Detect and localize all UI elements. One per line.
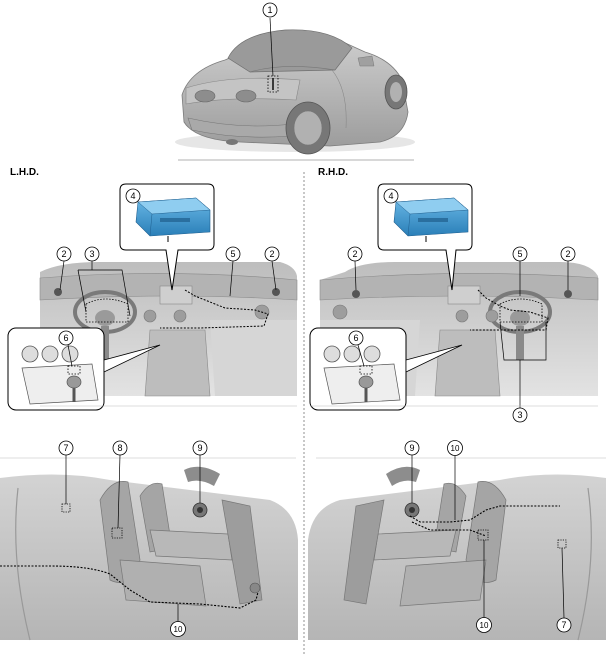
leader-2-lhd-right bbox=[271, 260, 277, 291]
callout-9-rhd: 9 bbox=[404, 440, 420, 456]
callout-5-lhd: 5 bbox=[225, 246, 241, 262]
callout-6-lhd: 6 bbox=[58, 330, 74, 346]
car-rear-view bbox=[175, 29, 415, 155]
leader-6-rhd bbox=[357, 344, 365, 367]
svg-text:9: 9 bbox=[409, 443, 414, 453]
leader-6-lhd bbox=[67, 344, 73, 367]
callout-7-lhd: 7 bbox=[58, 440, 74, 456]
svg-text:10: 10 bbox=[451, 444, 460, 453]
callout-3-lhd: 3 bbox=[84, 246, 100, 262]
callout-9-lhd: 9 bbox=[192, 440, 208, 456]
lhd-cabin bbox=[0, 466, 298, 641]
svg-text:3: 3 bbox=[89, 249, 94, 259]
svg-text:10: 10 bbox=[174, 625, 183, 634]
callout-7-rhd: 7 bbox=[556, 617, 572, 633]
leader-8 bbox=[117, 454, 121, 529]
lhd-gear-inset bbox=[7, 327, 161, 411]
svg-text:7: 7 bbox=[63, 443, 68, 453]
svg-text:2: 2 bbox=[61, 249, 66, 259]
leader-2-rhd-left bbox=[354, 260, 357, 291]
callout-2-rhd-left: 2 bbox=[347, 246, 363, 262]
rhd-module-box bbox=[377, 183, 473, 291]
callout-5-rhd: 5 bbox=[512, 246, 528, 262]
svg-text:3: 3 bbox=[517, 410, 522, 420]
svg-text:5: 5 bbox=[230, 249, 235, 259]
svg-text:9: 9 bbox=[197, 443, 202, 453]
svg-text:4: 4 bbox=[130, 191, 135, 201]
callout-1: 1 bbox=[262, 2, 278, 18]
svg-text:8: 8 bbox=[117, 443, 122, 453]
svg-text:7: 7 bbox=[561, 620, 566, 630]
svg-text:2: 2 bbox=[269, 249, 274, 259]
leader-5-lhd bbox=[229, 260, 234, 297]
leader-1 bbox=[269, 17, 274, 77]
callout-3-rhd: 3 bbox=[512, 407, 528, 423]
svg-text:10: 10 bbox=[480, 621, 489, 630]
svg-text:2: 2 bbox=[352, 249, 357, 259]
callout-2-lhd-right: 2 bbox=[264, 246, 280, 262]
svg-text:2: 2 bbox=[565, 249, 570, 259]
svg-text:6: 6 bbox=[63, 333, 68, 343]
callout-4-rhd: 4 bbox=[383, 188, 399, 204]
svg-text:6: 6 bbox=[353, 333, 358, 343]
lhd-module-box bbox=[119, 183, 215, 291]
callout-2-lhd-left: 2 bbox=[56, 246, 72, 262]
svg-text:1: 1 bbox=[267, 5, 272, 15]
rhd-label: R.H.D. bbox=[318, 167, 348, 178]
lhd-label: L.H.D. bbox=[10, 167, 39, 178]
callout-10-lhd: 10 bbox=[170, 621, 186, 637]
leader-2-lhd-left bbox=[59, 260, 65, 291]
callout-6-rhd: 6 bbox=[348, 330, 364, 346]
rhd-gear-inset bbox=[309, 327, 463, 411]
svg-text:4: 4 bbox=[388, 191, 393, 201]
callout-4-lhd: 4 bbox=[125, 188, 141, 204]
callout-10-rhd-bottom: 10 bbox=[476, 617, 492, 633]
callout-2-rhd-right: 2 bbox=[560, 246, 576, 262]
leader-7-rhd bbox=[561, 547, 565, 619]
svg-text:5: 5 bbox=[517, 249, 522, 259]
rhd-cabin bbox=[308, 466, 606, 641]
callout-10-rhd-top: 10 bbox=[447, 440, 463, 456]
callout-8: 8 bbox=[112, 440, 128, 456]
